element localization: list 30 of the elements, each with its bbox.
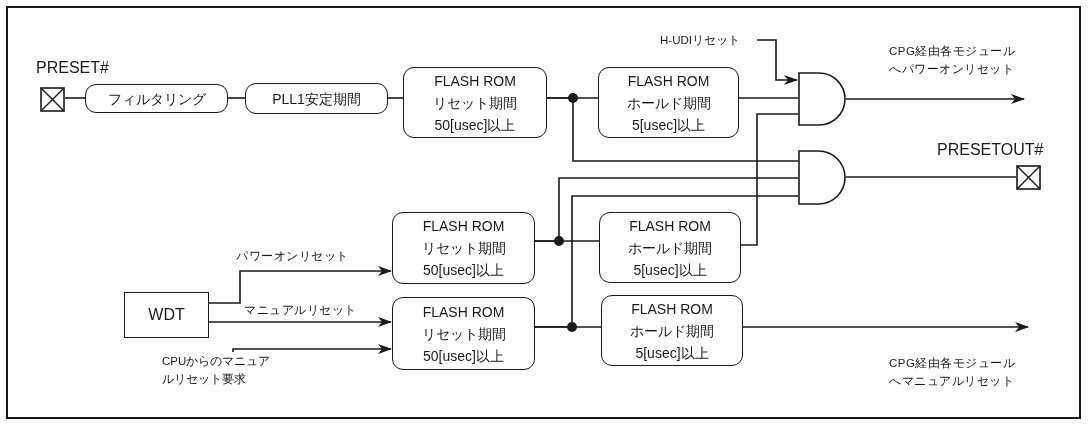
process-box: FLASH ROM リセット期間 50[usec]以上 xyxy=(392,212,535,284)
edge-label: CPG経由各モジュールへパワーオンリセット xyxy=(889,42,1017,78)
edge-label: CPG経由各モジュールへマニュアルリセット xyxy=(889,354,1017,390)
signal-label: H-UDIリセット xyxy=(660,31,757,49)
block-box: WDT xyxy=(124,292,209,338)
connector-line xyxy=(534,177,799,242)
connector-line xyxy=(534,195,799,328)
signal-label: CPUからのマニュアルリセット要求 xyxy=(162,352,274,388)
arrow xyxy=(845,94,1025,104)
connector-line xyxy=(740,113,799,246)
pin-label: PRESET# xyxy=(36,58,109,78)
connector-line xyxy=(227,97,246,99)
arrow xyxy=(208,266,392,304)
process-box: FLASH ROM リセット期間 50[usec]以上 xyxy=(392,297,535,370)
process-box: FLASH ROM リセット期間 50[usec]以上 xyxy=(403,67,547,138)
connector-line xyxy=(546,97,799,162)
process-box: FLASH ROM ホールド期間 5[usec]以上 xyxy=(599,212,741,283)
process-box: PLL1安定期間 xyxy=(245,83,388,114)
process-box: FLASH ROM ホールド期間 5[usec]以上 xyxy=(598,67,739,138)
connector-line xyxy=(64,97,86,99)
process-box: フィルタリング xyxy=(85,84,228,113)
connector-line xyxy=(845,176,1017,178)
arrow xyxy=(208,317,392,327)
arrow xyxy=(742,322,1029,332)
arrow xyxy=(232,344,392,354)
process-box: FLASH ROM ホールド期間 5[usec]以上 xyxy=(601,295,743,366)
arrow xyxy=(756,39,798,85)
pin-label: PRESETOUT# xyxy=(937,140,1044,160)
connector-line xyxy=(387,97,404,99)
connector-line xyxy=(738,97,799,99)
